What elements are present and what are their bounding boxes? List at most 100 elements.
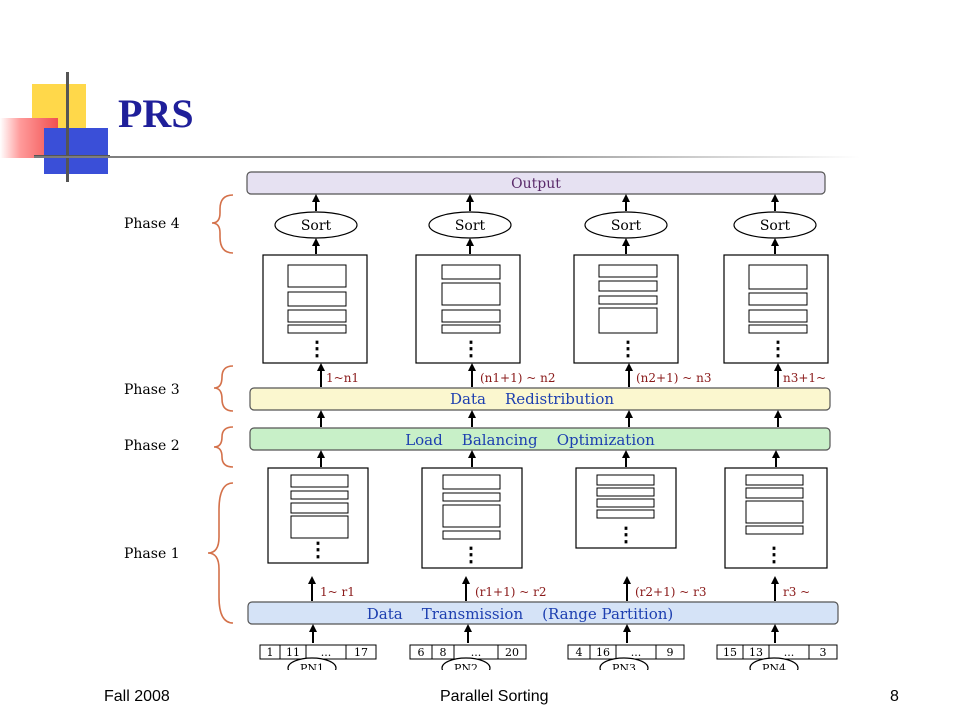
pn3-cell-4-text: 9 (667, 646, 674, 659)
lower-box-1-slot-4 (290, 515, 349, 539)
phase-3-label: Phase 3 (124, 382, 180, 398)
lower-range-1: 1~ r1 (320, 585, 355, 599)
footer-page-number: 8 (890, 688, 899, 705)
lower-box-3-slot-3 (596, 498, 655, 508)
upper-box-4-slot-1 (748, 264, 808, 290)
pn4-cell-1-text: 15 (723, 646, 737, 659)
lower-box-1-slot-1 (290, 474, 349, 488)
upper-range-1: 1~n1 (326, 371, 359, 385)
pn4-cell-4-text: 3 (820, 646, 827, 659)
footer-center: Parallel Sorting (440, 688, 549, 705)
upper-box-1-slot-3 (287, 309, 347, 323)
lower-box-2-slot-1 (442, 474, 501, 490)
sort-label-1: Sort (301, 218, 332, 234)
upper-range-2: (n1+1) ~ n2 (480, 371, 555, 385)
lower-range-3: (r2+1) ~ r3 (635, 585, 706, 599)
sort-label-2: Sort (455, 218, 486, 234)
upper-box-4-slot-4 (748, 324, 808, 334)
lower-box-4-slot-3 (745, 500, 804, 524)
lower-box-3-slot-2 (596, 487, 655, 497)
lower-box-1-slot-3 (290, 502, 349, 514)
title-rule (34, 156, 860, 158)
upper-box-3-slot-2 (598, 280, 658, 292)
pn1-cell-3-text: ... (321, 646, 332, 659)
upper-range-4: n3+1~ (783, 371, 826, 385)
node-pn3: 4 16 ... 9 PN3 (567, 644, 685, 670)
pn3-cell-1-text: 4 (576, 646, 583, 659)
pn2-cell-4-text: 20 (505, 646, 519, 659)
lower-box-4-slot-4 (745, 525, 804, 535)
node-pn2: 6 8 ... 20 PN2 (409, 644, 527, 670)
upper-box-1-slot-2 (287, 291, 347, 307)
phase-2-brace (213, 426, 234, 468)
lower-box-2-vdots: ⋮ (461, 542, 481, 566)
pn3-oval (599, 657, 649, 670)
upper-box-2-vdots: ⋮ (461, 336, 481, 360)
data-transmission-label: Data Transmission (Range Partition) (367, 605, 674, 623)
lower-box-4-slot-1 (745, 474, 804, 486)
pn2-cell-4 (497, 644, 527, 660)
upper-box-2-slot-4 (441, 324, 501, 334)
lower-box-1-slot-2 (290, 490, 349, 500)
upper-box-2-slot-1 (441, 264, 501, 280)
output-bar (246, 171, 826, 195)
phase-3-brace (213, 365, 234, 412)
pn2-label: PN2 (454, 662, 478, 670)
pn1-label: PN1 (300, 662, 324, 670)
lower-box-3-vdots: ⋮ (616, 522, 636, 546)
upper-box-4-slot-2 (748, 292, 808, 306)
phase-2-label: Phase 2 (124, 438, 180, 454)
upper-box-1-vdots: ⋮ (307, 336, 327, 360)
pn3-label: PN3 (612, 662, 636, 670)
upper-box-3-slot-4 (598, 307, 658, 334)
pn2-cell-1-text: 6 (418, 646, 425, 659)
footer-left: Fall 2008 (104, 688, 170, 705)
lower-box-4-vdots: ⋮ (764, 542, 784, 566)
upper-box-4-vdots: ⋮ (768, 336, 788, 360)
data-redistribution-label: Data Redistribution (450, 390, 614, 408)
prs-diagram: Output Phase 4 Phase 3 Phase 2 Phase 1 S… (124, 171, 839, 670)
corner-square-blue (44, 128, 108, 174)
output-label: Output (511, 176, 561, 192)
pn1-cell-1-text: 1 (267, 646, 274, 659)
pn4-oval (749, 657, 799, 670)
phase-4-label: Phase 4 (124, 216, 180, 232)
flow-arrows (308, 194, 782, 643)
pn1-cell-4-text: 17 (354, 646, 368, 659)
upper-box-4-slot-3 (748, 309, 808, 323)
pn4-cell-4 (808, 644, 838, 660)
pn3-cell-3-text: ... (631, 646, 642, 659)
upper-box-2-slot-2 (441, 282, 501, 306)
lower-box-2-slot-4 (442, 530, 501, 540)
load-balancing-bar (249, 427, 831, 451)
pn4-label: PN4 (762, 662, 786, 670)
upper-box-3-slot-3 (598, 295, 658, 305)
lower-range-2: (r1+1) ~ r2 (475, 585, 546, 599)
data-transmission-bar (247, 601, 839, 625)
node-pn1: 1 11 ... 17 PN1 (259, 644, 377, 670)
lower-box-1-vdots: ⋮ (308, 537, 328, 561)
upper-box-3-vdots: ⋮ (618, 336, 638, 360)
lower-box-2-slot-3 (442, 504, 501, 528)
node-pn4: 15 13 ... 3 PN4 (716, 644, 838, 670)
slide-title: PRS (118, 91, 194, 136)
corner-vline (66, 72, 69, 182)
pn3-cell-2-text: 16 (596, 646, 610, 659)
phase-4-brace (211, 194, 234, 254)
upper-range-3: (n2+1) ~ n3 (636, 371, 711, 385)
sort-label-4: Sort (760, 218, 791, 234)
pn4-cell-2-text: 13 (749, 646, 763, 659)
pn1-oval (287, 657, 337, 670)
pn2-oval (441, 657, 491, 670)
load-balancing-label: Load Balancing Optimization (405, 431, 655, 449)
pn2-cell-3-text: ... (471, 646, 482, 659)
sort-label-3: Sort (611, 218, 642, 234)
upper-box-1-slot-1 (287, 264, 347, 288)
upper-box-2-slot-3 (441, 309, 501, 323)
lower-box-2-slot-2 (442, 492, 501, 502)
lower-box-3-slot-1 (596, 474, 655, 486)
phase-1-label: Phase 1 (124, 546, 180, 562)
upper-box-1-slot-4 (287, 324, 347, 334)
pn4-cell-3-text: ... (784, 646, 795, 659)
lower-box-3-slot-4 (596, 509, 655, 519)
